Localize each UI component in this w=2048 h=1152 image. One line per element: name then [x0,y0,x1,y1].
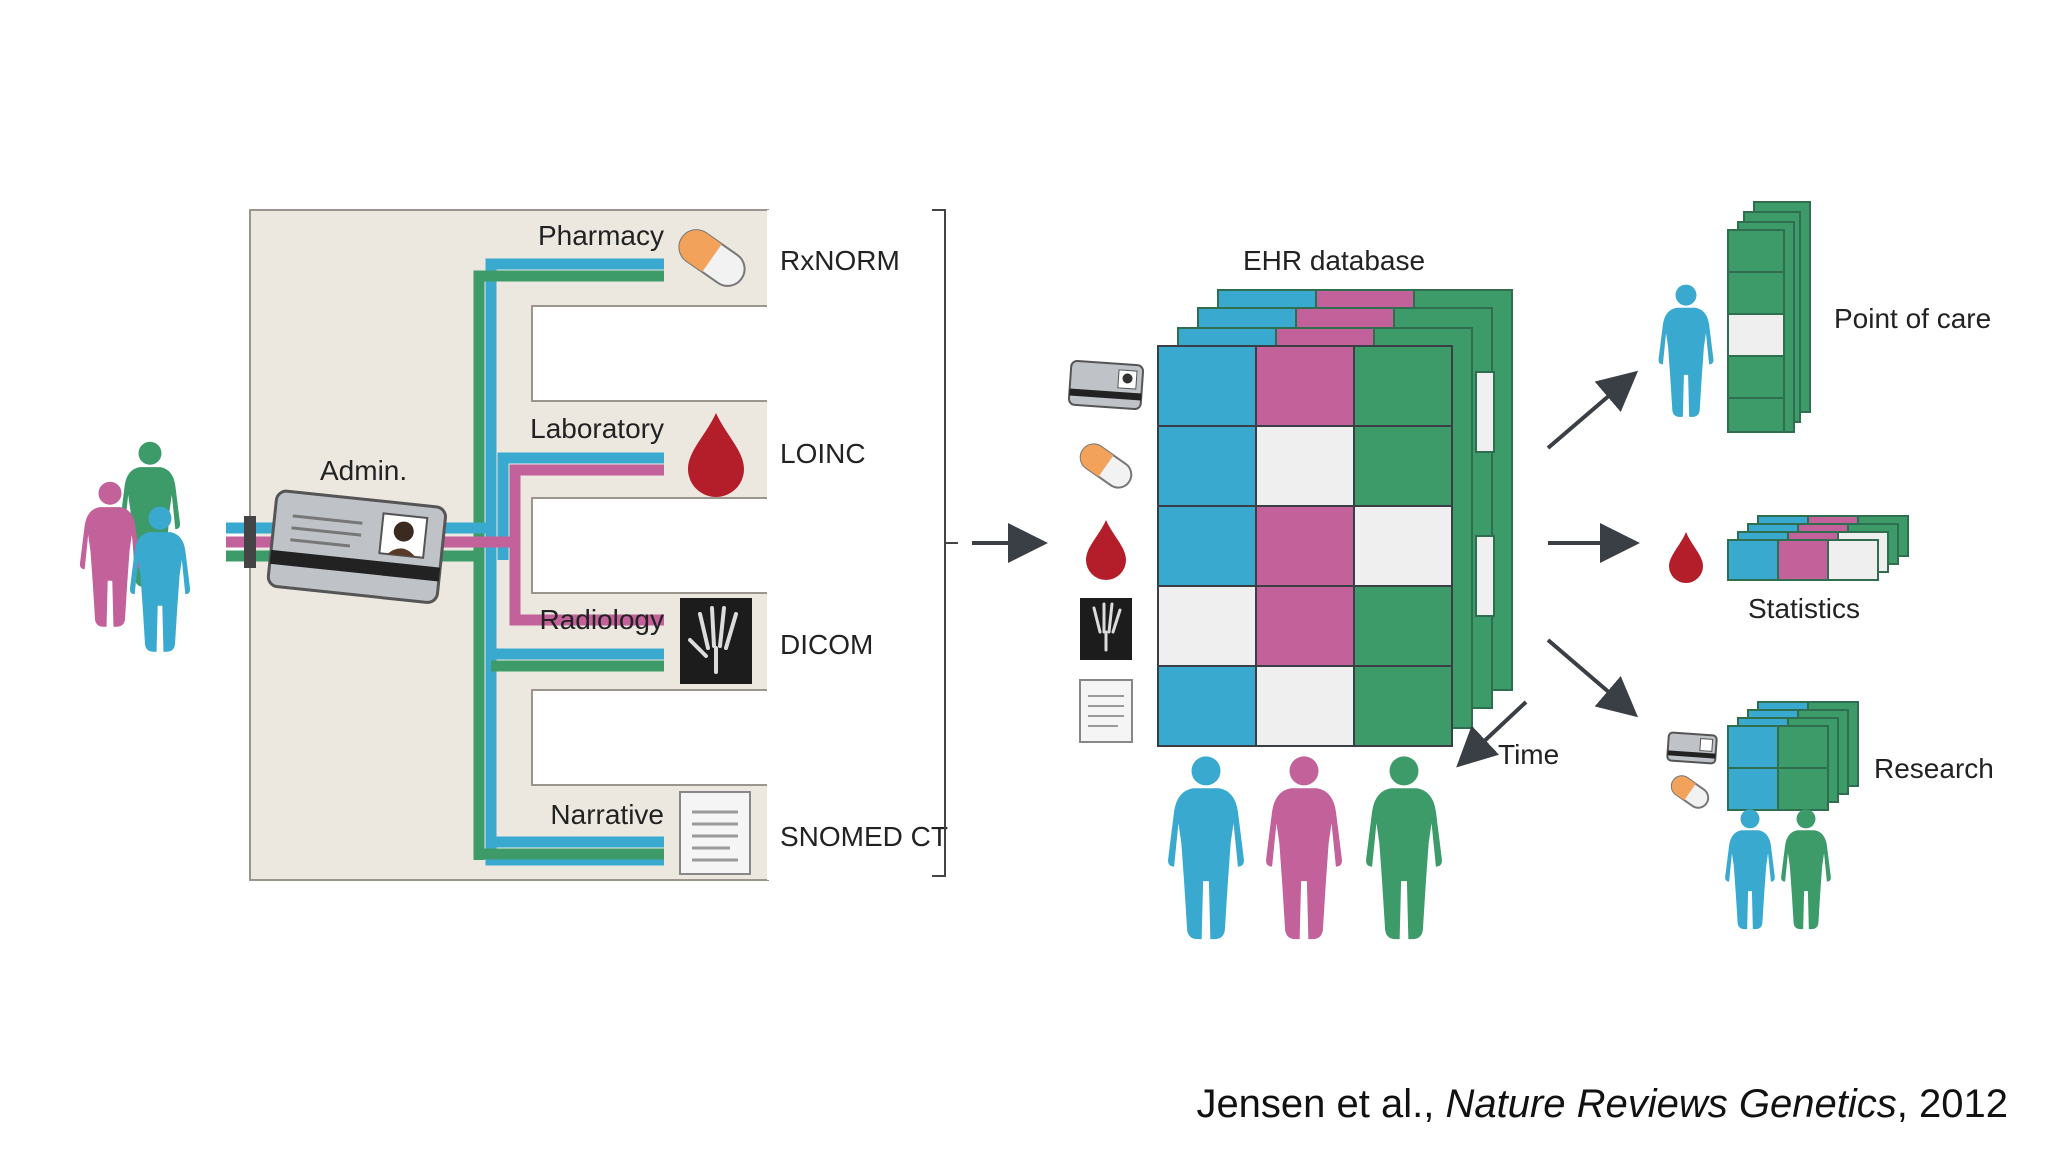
citation: Jensen et al., Nature Reviews Genetics, … [1196,1082,2008,1127]
ehr-document-icon [1079,679,1133,743]
poc-patient-icon [1658,284,1714,417]
ehr-blood-drop-icon [1086,520,1126,580]
research-patients [1725,809,1831,930]
bracket [932,209,946,877]
standard-label-loinc: LOINC [780,438,866,469]
admin-label: Admin. [320,455,407,486]
standard-label-snomed: SNOMED CT [780,821,948,852]
citation-year: , 2012 [1896,1082,2008,1126]
research-pill-icon [1670,775,1710,809]
patient-group-ehr [1168,756,1442,940]
research-patient-blue-icon [1725,809,1775,930]
ehr-patient-pink-icon [1266,756,1342,940]
research-patient-green-icon [1781,809,1831,930]
research-id-card-icon [1666,731,1718,765]
output-label-research: Research [1874,753,1994,784]
source-label-radiology: Radiology [539,604,664,635]
citation-journal: Nature Reviews Genetics [1445,1082,1897,1126]
ehr-patient-green-icon [1366,756,1442,940]
standard-label-rxnorm: RxNORM [780,245,900,276]
pipe-connector [244,516,256,568]
time-label: Time [1498,739,1559,770]
ehr-pill-icon [1079,443,1133,489]
output-label-statistics: Statistics [1748,593,1860,624]
point-of-care-stack [1727,201,1811,433]
standard-label-dicom: DICOM [780,629,873,660]
xray-hand-icon [680,598,752,684]
ehr-id-card-icon [1067,359,1145,411]
patient-group-left [79,441,191,652]
ehr-patient-blue-icon [1168,756,1244,940]
statistics-blood-drop-icon [1669,532,1703,583]
source-label-narrative: Narrative [550,799,664,830]
ehr-xray-icon [1080,598,1132,660]
blood-drop-icon [688,413,744,497]
time-arrow [1456,700,1528,768]
statistics-stack [1727,515,1909,581]
ehr-front-grid [1157,345,1453,747]
source-label-pharmacy: Pharmacy [538,220,664,251]
arrow-research [1546,638,1639,718]
arrow-point-of-care [1546,370,1639,450]
pill-icon [678,229,746,287]
ehr-title: EHR database [1243,245,1425,276]
admin-id-card-icon [266,489,447,604]
output-label-point-of-care: Point of care [1834,303,1991,334]
source-label-laboratory: Laboratory [530,413,664,444]
citation-authors: Jensen et al., [1196,1082,1446,1126]
hospital-systems-panel [249,209,773,881]
document-icon [679,791,751,875]
research-stack [1727,701,1859,811]
